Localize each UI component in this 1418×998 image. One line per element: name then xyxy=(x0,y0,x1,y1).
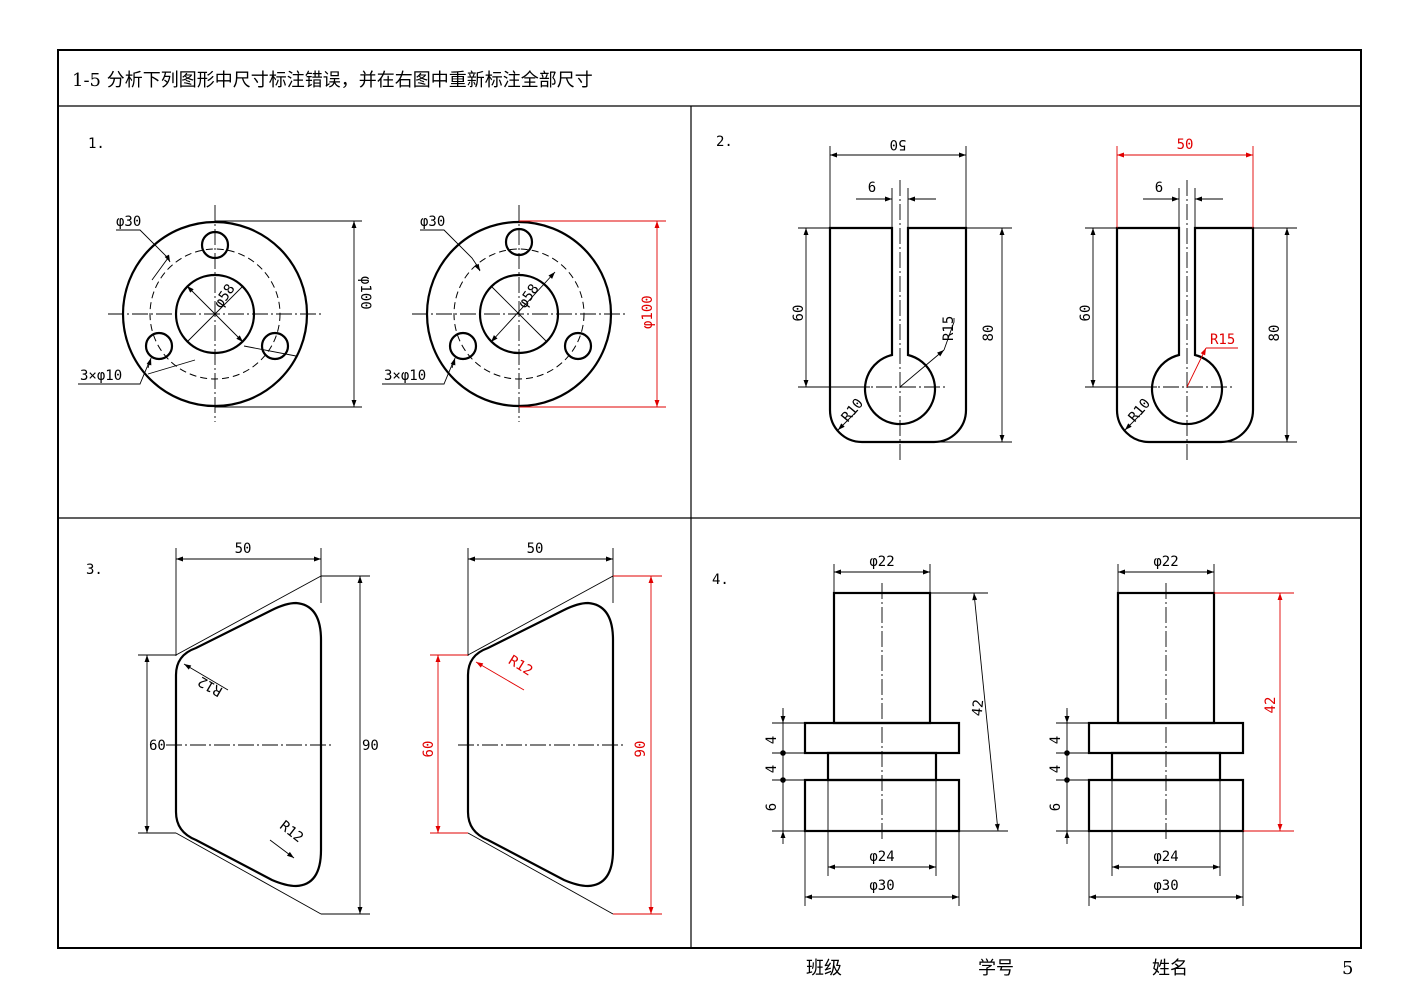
problem-3-number: 3. xyxy=(86,562,103,578)
flange-right-holes-label: 3×φ10 xyxy=(384,368,426,384)
shaft-left-h6-label: 6 xyxy=(764,803,780,811)
slot-part-right-view: 50 6 60 80 R15 R10 xyxy=(1078,137,1297,460)
trap-right-h90-label: 90 xyxy=(633,741,649,758)
shaft-left-d22-label: φ22 xyxy=(869,554,894,570)
shaft-right-h6-label: 6 xyxy=(1048,803,1064,811)
shaft-left-d24-label: φ24 xyxy=(869,849,894,865)
problem-4-number: 4. xyxy=(712,572,729,588)
sheet-title: 1-5 分析下列图形中尺寸标注错误，并在右图中重新标注全部尺寸 xyxy=(72,70,593,91)
flange-right-dia30-label: φ30 xyxy=(420,214,445,230)
problem-2: 2. 50 6 60 80 xyxy=(716,134,1297,460)
flange-right-dia100-label: φ100 xyxy=(640,295,656,329)
problem-4: 4. φ22 42 4 4 6 xyxy=(712,554,1294,906)
shaft-right-d30-label: φ30 xyxy=(1153,878,1178,894)
trap-right-width-label: 50 xyxy=(527,541,544,557)
trap-left-width-label: 50 xyxy=(235,541,252,557)
slot-right-r10-label: R10 xyxy=(1126,396,1155,426)
slot-right-slot-label: 6 xyxy=(1155,180,1163,196)
page-number: 5 xyxy=(1342,958,1353,979)
flange-left-view: φ30 φ58 φ100 3×φ10 xyxy=(78,205,373,422)
flange-left-holes-label: 3×φ10 xyxy=(80,368,122,384)
slot-left-slot-label: 6 xyxy=(868,180,876,196)
footer-id-label: 学号 xyxy=(978,958,1014,979)
trapezoid-right-view: 50 90 60 R12 xyxy=(421,541,662,915)
slot-left-r15-label: R15 xyxy=(941,316,957,341)
flange-right-view: φ30 φ58 φ100 3×φ10 xyxy=(382,205,666,422)
trapezoid-left-view: 50 90 60 R12 R12 xyxy=(138,541,379,915)
footer-class-label: 班级 xyxy=(806,958,842,979)
slot-left-h60-label: 60 xyxy=(791,305,807,322)
shaft-right-h4b-label: 4 xyxy=(1048,765,1064,773)
problem-2-number: 2. xyxy=(716,134,733,150)
shaft-right-d22-label: φ22 xyxy=(1153,554,1178,570)
problem-3: 3. 50 90 60 R12 R12 xyxy=(86,541,662,915)
slot-left-width-label: 50 xyxy=(890,136,907,152)
problem-1-number: 1. xyxy=(88,136,105,152)
trap-left-h60-label: 60 xyxy=(149,738,166,754)
trap-left-r12a-label: R12 xyxy=(195,673,225,700)
shaft-left-h4a-label: 4 xyxy=(764,736,780,744)
slot-right-r15-label: R15 xyxy=(1210,332,1235,348)
trap-right-h60-label: 60 xyxy=(421,741,437,758)
shaft-right-d24-label: φ24 xyxy=(1153,849,1178,865)
trap-right-r12a-label: R12 xyxy=(505,653,535,680)
flange-left-dia100-label: φ100 xyxy=(357,276,373,310)
shaft-left-h4b-label: 4 xyxy=(764,765,780,773)
shaft-left-h42-label: 42 xyxy=(970,699,988,717)
flange-left-dia30-label: φ30 xyxy=(116,214,141,230)
shaft-right-view: φ22 42 4 4 6 φ24 φ30 xyxy=(1048,554,1294,906)
shaft-right-h42-label: 42 xyxy=(1263,697,1279,714)
trap-left-r12b-label: R12 xyxy=(276,818,306,846)
shaft-left-d30-label: φ30 xyxy=(869,878,894,894)
slot-right-h80-label: 80 xyxy=(1267,325,1283,342)
shaft-left-view: φ22 42 4 4 6 φ24 φ30 xyxy=(764,554,1008,906)
slot-left-h80-label: 80 xyxy=(981,325,997,342)
trap-left-h90-label: 90 xyxy=(362,738,379,754)
footer-name-label: 姓名 xyxy=(1152,958,1188,979)
problem-1: 1. φ30 φ58 φ100 xyxy=(78,136,666,422)
shaft-right-h4a-label: 4 xyxy=(1048,736,1064,744)
slot-part-left-view: 50 6 60 80 R15 R10 xyxy=(791,136,1012,460)
slot-left-r10-label: R10 xyxy=(839,396,868,426)
sheet-frame xyxy=(57,49,1362,949)
slot-right-h60-label: 60 xyxy=(1078,305,1094,322)
slot-right-width-label: 50 xyxy=(1177,137,1194,153)
